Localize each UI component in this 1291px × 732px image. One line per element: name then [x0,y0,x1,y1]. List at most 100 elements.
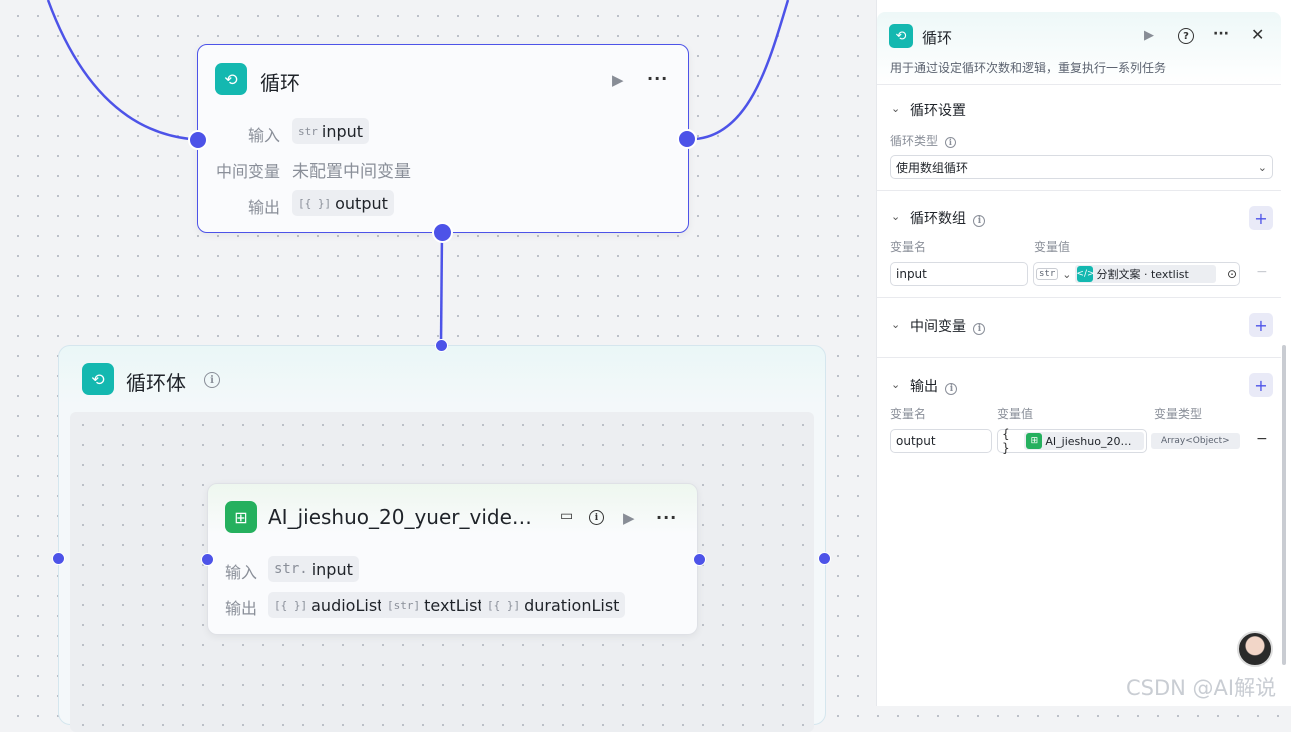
chevron-down-icon[interactable]: ⌄ [891,210,901,223]
type-tag: str [298,124,318,138]
loop-output-port[interactable] [677,129,697,149]
ref-text: AI_jieshuo_20… [1045,434,1132,448]
divider [877,190,1281,191]
col-header-name: 变量名 [890,407,927,421]
type-tag: [{ }] [274,598,308,612]
help-icon[interactable]: ? [1178,28,1194,44]
workflow-icon: ⊞ [1026,433,1043,449]
type-tag: [{ }] [298,196,332,210]
close-icon[interactable]: ✕ [1251,25,1265,44]
ref-text: 分割文案 · textlist [1096,268,1189,281]
row-label-intermediate: 中间变量 [215,162,280,181]
chevron-down-icon: ⌄ [1257,160,1267,174]
brace-icon: { } [1002,427,1010,455]
chevron-down-icon[interactable]: ⌄ [1062,267,1072,281]
workflow-output-port[interactable] [693,553,706,566]
run-icon[interactable]: ▶ [623,509,635,527]
chevron-down-icon[interactable]: ⌄ [891,102,901,115]
type-tag: [{ }] [487,598,521,612]
panel-title: 循环 [922,29,953,47]
section-title-loop-settings[interactable]: 循环设置 [910,103,966,119]
type-tag: str. [274,561,308,577]
info-icon[interactable]: i [589,510,604,525]
loop-body-right-port[interactable] [818,552,831,565]
workflow-canvas[interactable]: ⟲ 循环 ▶ ··· 输入 str input 中间变量 未配置中间变量 输出 … [0,0,876,732]
loop-array-value-field[interactable]: str ⌄ </> 分割文案 · textlist ⊙ [1033,262,1240,286]
wire-outgoing [694,0,790,141]
input-tag: str input [292,118,370,144]
output-name-input[interactable]: output [890,429,992,453]
remove-icon[interactable]: − [1256,264,1268,280]
loop-type-select[interactable]: 使用数组循环 ⌄ [890,155,1273,179]
row-label-output: 输出 [247,198,280,217]
add-output-button[interactable]: + [1249,373,1273,397]
wire-body-link [439,231,444,346]
section-title-intermediate[interactable]: 中间变量 i [910,316,986,336]
panel-header [877,12,1281,84]
output-title-text: 输出 [910,379,938,395]
output-value-field[interactable]: { } ⊞ AI_jieshuo_20… [997,427,1147,455]
output-tag-durationlist: [{ }] durationList [481,592,626,618]
tag-value: audioList [311,595,384,615]
more-icon[interactable]: ··· [656,508,678,527]
loop-body-port[interactable] [432,222,453,243]
divider [877,84,1281,85]
loop-body-title: 循环体 [126,371,186,395]
loop-icon: ⟲ [215,63,247,95]
workflow-node[interactable]: ⊞ AI_jieshuo_20_yuer_vide… ▭ i ▶ ··· 输入 … [207,483,698,635]
chevron-down-icon[interactable]: ⌄ [891,318,901,331]
loop-body-left-port[interactable] [52,552,65,565]
input-tag: str. input [268,556,359,582]
scrollbar[interactable] [1282,345,1286,665]
info-icon[interactable]: i [945,383,958,395]
info-icon[interactable]: i [944,136,956,148]
tag-value: input [321,121,364,141]
loop-type-label-text: 循环类型 [890,134,939,148]
type-select[interactable]: str [1036,268,1059,280]
section-title-loop-array[interactable]: 循环数组 i [910,208,986,228]
loop-node-title: 循环 [260,71,300,95]
output-tag-audiolist: [{ }] audioList [268,592,390,618]
remove-icon[interactable]: − [1256,431,1268,447]
workflow-node-title: AI_jieshuo_20_yuer_vide… [268,505,532,529]
target-icon[interactable]: ⊙ [1226,267,1237,281]
run-icon[interactable]: ▶ [1144,28,1154,43]
tag-value: durationList [524,595,620,615]
chevron-down-icon[interactable]: ⌄ [891,378,901,391]
divider [877,357,1281,358]
col-header-value: 变量值 [997,407,1034,421]
output-type-badge: Array<Object> [1151,433,1240,449]
add-intermediate-button[interactable]: + [1249,313,1273,337]
wire-incoming [46,0,191,141]
col-header-value: 变量值 [1034,240,1071,254]
loop-node[interactable]: ⟲ 循环 ▶ ··· 输入 str input 中间变量 未配置中间变量 输出 … [197,44,689,233]
workflow-icon: ⊞ [225,501,257,533]
loop-type-value: 使用数组循环 [896,160,969,175]
section-title-output[interactable]: 输出 i [910,376,958,396]
tag-value: input [311,559,353,579]
loop-body-top-port[interactable] [435,339,448,352]
row-label-output: 输出 [225,599,258,618]
more-icon[interactable]: ··· [647,69,669,88]
watermark: CSDN @AI解说 [1126,676,1277,700]
workflow-input-port[interactable] [201,553,214,566]
run-icon[interactable]: ▶ [612,71,624,89]
output-tag: [{ }] output [292,190,394,216]
add-loop-array-button[interactable]: + [1249,206,1273,230]
more-icon[interactable]: ··· [1213,26,1229,42]
panel-description: 用于通过设定循环次数和逻辑，重复执行一系列任务 [890,61,1167,75]
info-icon[interactable]: i [973,215,986,227]
col-header-name: 变量名 [890,240,927,254]
info-icon[interactable]: i [973,323,986,335]
tag-value: output [335,193,388,213]
loop-array-title-text: 循环数组 [910,211,966,227]
properties-panel: ⟲ 循环 ▶ ? ··· ✕ 用于通过设定循环次数和逻辑，重复执行一系列任务 ⌄… [876,0,1291,706]
info-icon[interactable]: i [204,372,220,388]
loop-input-port[interactable] [188,130,208,150]
loop-icon: ⟲ [889,24,913,48]
loop-type-label: 循环类型 i [890,132,956,149]
avatar[interactable] [1237,631,1273,667]
divider [877,297,1281,298]
loop-array-name-input[interactable]: input [890,262,1028,286]
row-label-input: 输入 [247,126,280,145]
